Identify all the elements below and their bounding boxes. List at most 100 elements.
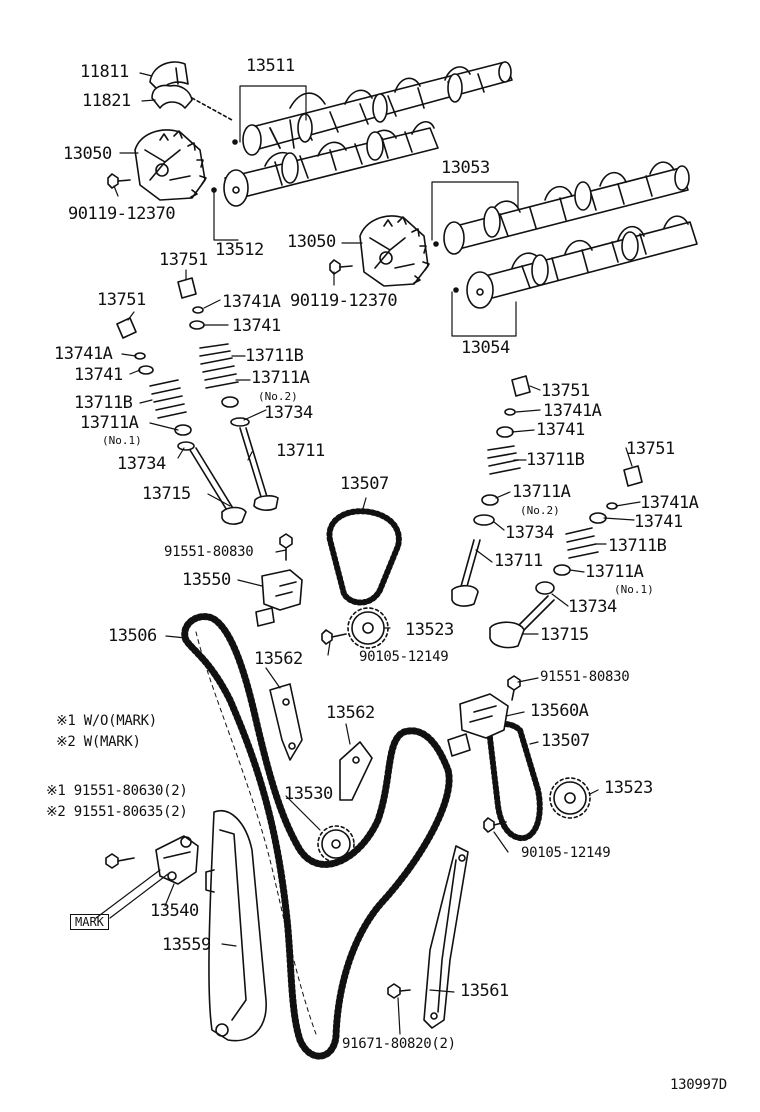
bolt-90119-right	[329, 259, 353, 275]
label-13507-lower: 13507	[541, 731, 590, 751]
label-13751-a: 13751	[159, 250, 208, 270]
label-13734-a: 13734	[264, 403, 313, 423]
legend-line-2: ※2 W(MARK)	[56, 734, 141, 750]
valve-seal-d	[535, 581, 555, 595]
valve-lifter-right-a	[511, 375, 531, 397]
valve-keeper-a	[192, 306, 204, 314]
legend-line-1: ※1 W/O(MARK)	[56, 713, 157, 729]
mark-box: MARK	[70, 914, 109, 930]
label-90119-left: 90119-12370	[68, 204, 176, 224]
label-13741-b: 13741	[74, 365, 123, 385]
label-13741A-c: 13741A	[543, 401, 602, 421]
valve-intake-left	[239, 427, 279, 511]
chain-guide-13562-right	[339, 741, 373, 801]
label-13741-d: 13741	[634, 512, 683, 532]
bolt-91551-upper	[279, 533, 293, 561]
label-13741A-d: 13741A	[640, 493, 699, 513]
bolt-91551-mark	[105, 853, 135, 869]
label-13711A-a: 13711A	[251, 368, 310, 388]
label-13711A-c: 13711A	[512, 482, 571, 502]
chain-slipper-13559	[205, 810, 267, 1042]
label-13054: 13054	[461, 338, 510, 358]
label-90105-upper: 90105-12149	[359, 649, 449, 665]
label-13715-a: 13715	[142, 484, 191, 504]
valve-spring-a	[199, 343, 239, 389]
valve-lifter-left-lower	[116, 317, 137, 339]
bolt-91551-lower	[507, 675, 521, 701]
label-13711A-d: 13711A	[585, 562, 644, 582]
valve-lifter-right-b	[623, 465, 643, 487]
sprocket-13530	[317, 825, 355, 863]
camshaft-13053	[443, 161, 690, 255]
cam-timing-gear-left	[134, 129, 207, 201]
valve-spring-seat-b	[174, 424, 192, 436]
camshaft-bearing-lower-part	[151, 84, 193, 109]
valve-lifter-left-upper	[177, 277, 197, 299]
label-13741A-a: 13741A	[222, 292, 281, 312]
chain-guide-13561	[423, 845, 469, 1029]
legend-line-4: ※2 91551-80635(2)	[46, 804, 188, 820]
camshaft-13511	[242, 61, 513, 156]
valve-exhaust-left	[189, 447, 247, 525]
label-13711-b: 13711	[494, 551, 543, 571]
label-13550: 13550	[182, 570, 231, 590]
label-11821: 11821	[82, 91, 131, 111]
label-91671: 91671-80820(2)	[342, 1036, 456, 1052]
label-13751-b: 13751	[97, 290, 146, 310]
timing-chain-13507-lower	[486, 721, 543, 842]
valve-spring-seat-a	[221, 396, 239, 408]
label-13523-upper: 13523	[405, 620, 454, 640]
label-13540: 13540	[150, 901, 199, 921]
valve-retainer-a	[189, 320, 205, 330]
label-13711B-d: 13711B	[608, 536, 667, 556]
label-13506: 13506	[108, 626, 157, 646]
label-90119-right: 90119-12370	[290, 291, 398, 311]
label-13711-a: 13711	[276, 441, 325, 461]
valve-seal-b	[177, 441, 195, 451]
label-13741A-b: 13741A	[54, 344, 113, 364]
note-no2-a: (No.2)	[258, 390, 298, 403]
valve-spring-seat-c	[481, 494, 499, 506]
valve-retainer-c	[496, 426, 514, 438]
label-13511: 13511	[246, 56, 295, 76]
note-no2-b: (No.2)	[520, 504, 560, 517]
label-13751-c: 13751	[541, 381, 590, 401]
camshaft-13054	[466, 215, 698, 309]
chain-guide-13562-left	[269, 683, 303, 761]
valve-spring-c	[487, 445, 521, 475]
label-13711B-a: 13711B	[245, 346, 304, 366]
label-13741-a: 13741	[232, 316, 281, 336]
valve-spring-b	[149, 379, 187, 419]
chain-tensioner-13560A	[447, 693, 509, 757]
cam-timing-gear-right	[359, 215, 430, 287]
chain-tensioner-13550	[255, 569, 303, 627]
label-91551-upper: 91551-80830	[164, 544, 254, 560]
label-13711B-c: 13711B	[526, 450, 585, 470]
label-13734-b: 13734	[117, 454, 166, 474]
label-13734-d: 13734	[568, 597, 617, 617]
bolt-90119-left	[107, 173, 131, 189]
bolt-91671	[387, 983, 411, 999]
valve-retainer-b	[138, 365, 154, 375]
label-13559: 13559	[162, 935, 211, 955]
timing-chain-13506	[181, 613, 453, 1060]
drawing-id: 130997D	[670, 1077, 727, 1093]
label-13711B-b: 13711B	[74, 393, 133, 413]
label-13562-right: 13562	[326, 703, 375, 723]
label-13741-c: 13741	[536, 420, 585, 440]
label-13711A-b: 13711A	[80, 413, 139, 433]
leader-lines	[95, 72, 641, 1035]
note-no1-a: (No.1)	[102, 434, 142, 447]
label-13530: 13530	[284, 784, 333, 804]
valve-spring-d	[565, 527, 599, 559]
label-13523-lower: 13523	[604, 778, 653, 798]
label-13715-b: 13715	[540, 625, 589, 645]
valve-keeper-c	[504, 408, 516, 416]
label-90105-lower: 90105-12149	[521, 845, 611, 861]
valve-spring-seat-d	[553, 564, 571, 576]
valve-seal-c	[473, 514, 495, 526]
bearing-leader-dash	[191, 97, 233, 121]
label-91551-lower: 91551-80830	[540, 669, 630, 685]
